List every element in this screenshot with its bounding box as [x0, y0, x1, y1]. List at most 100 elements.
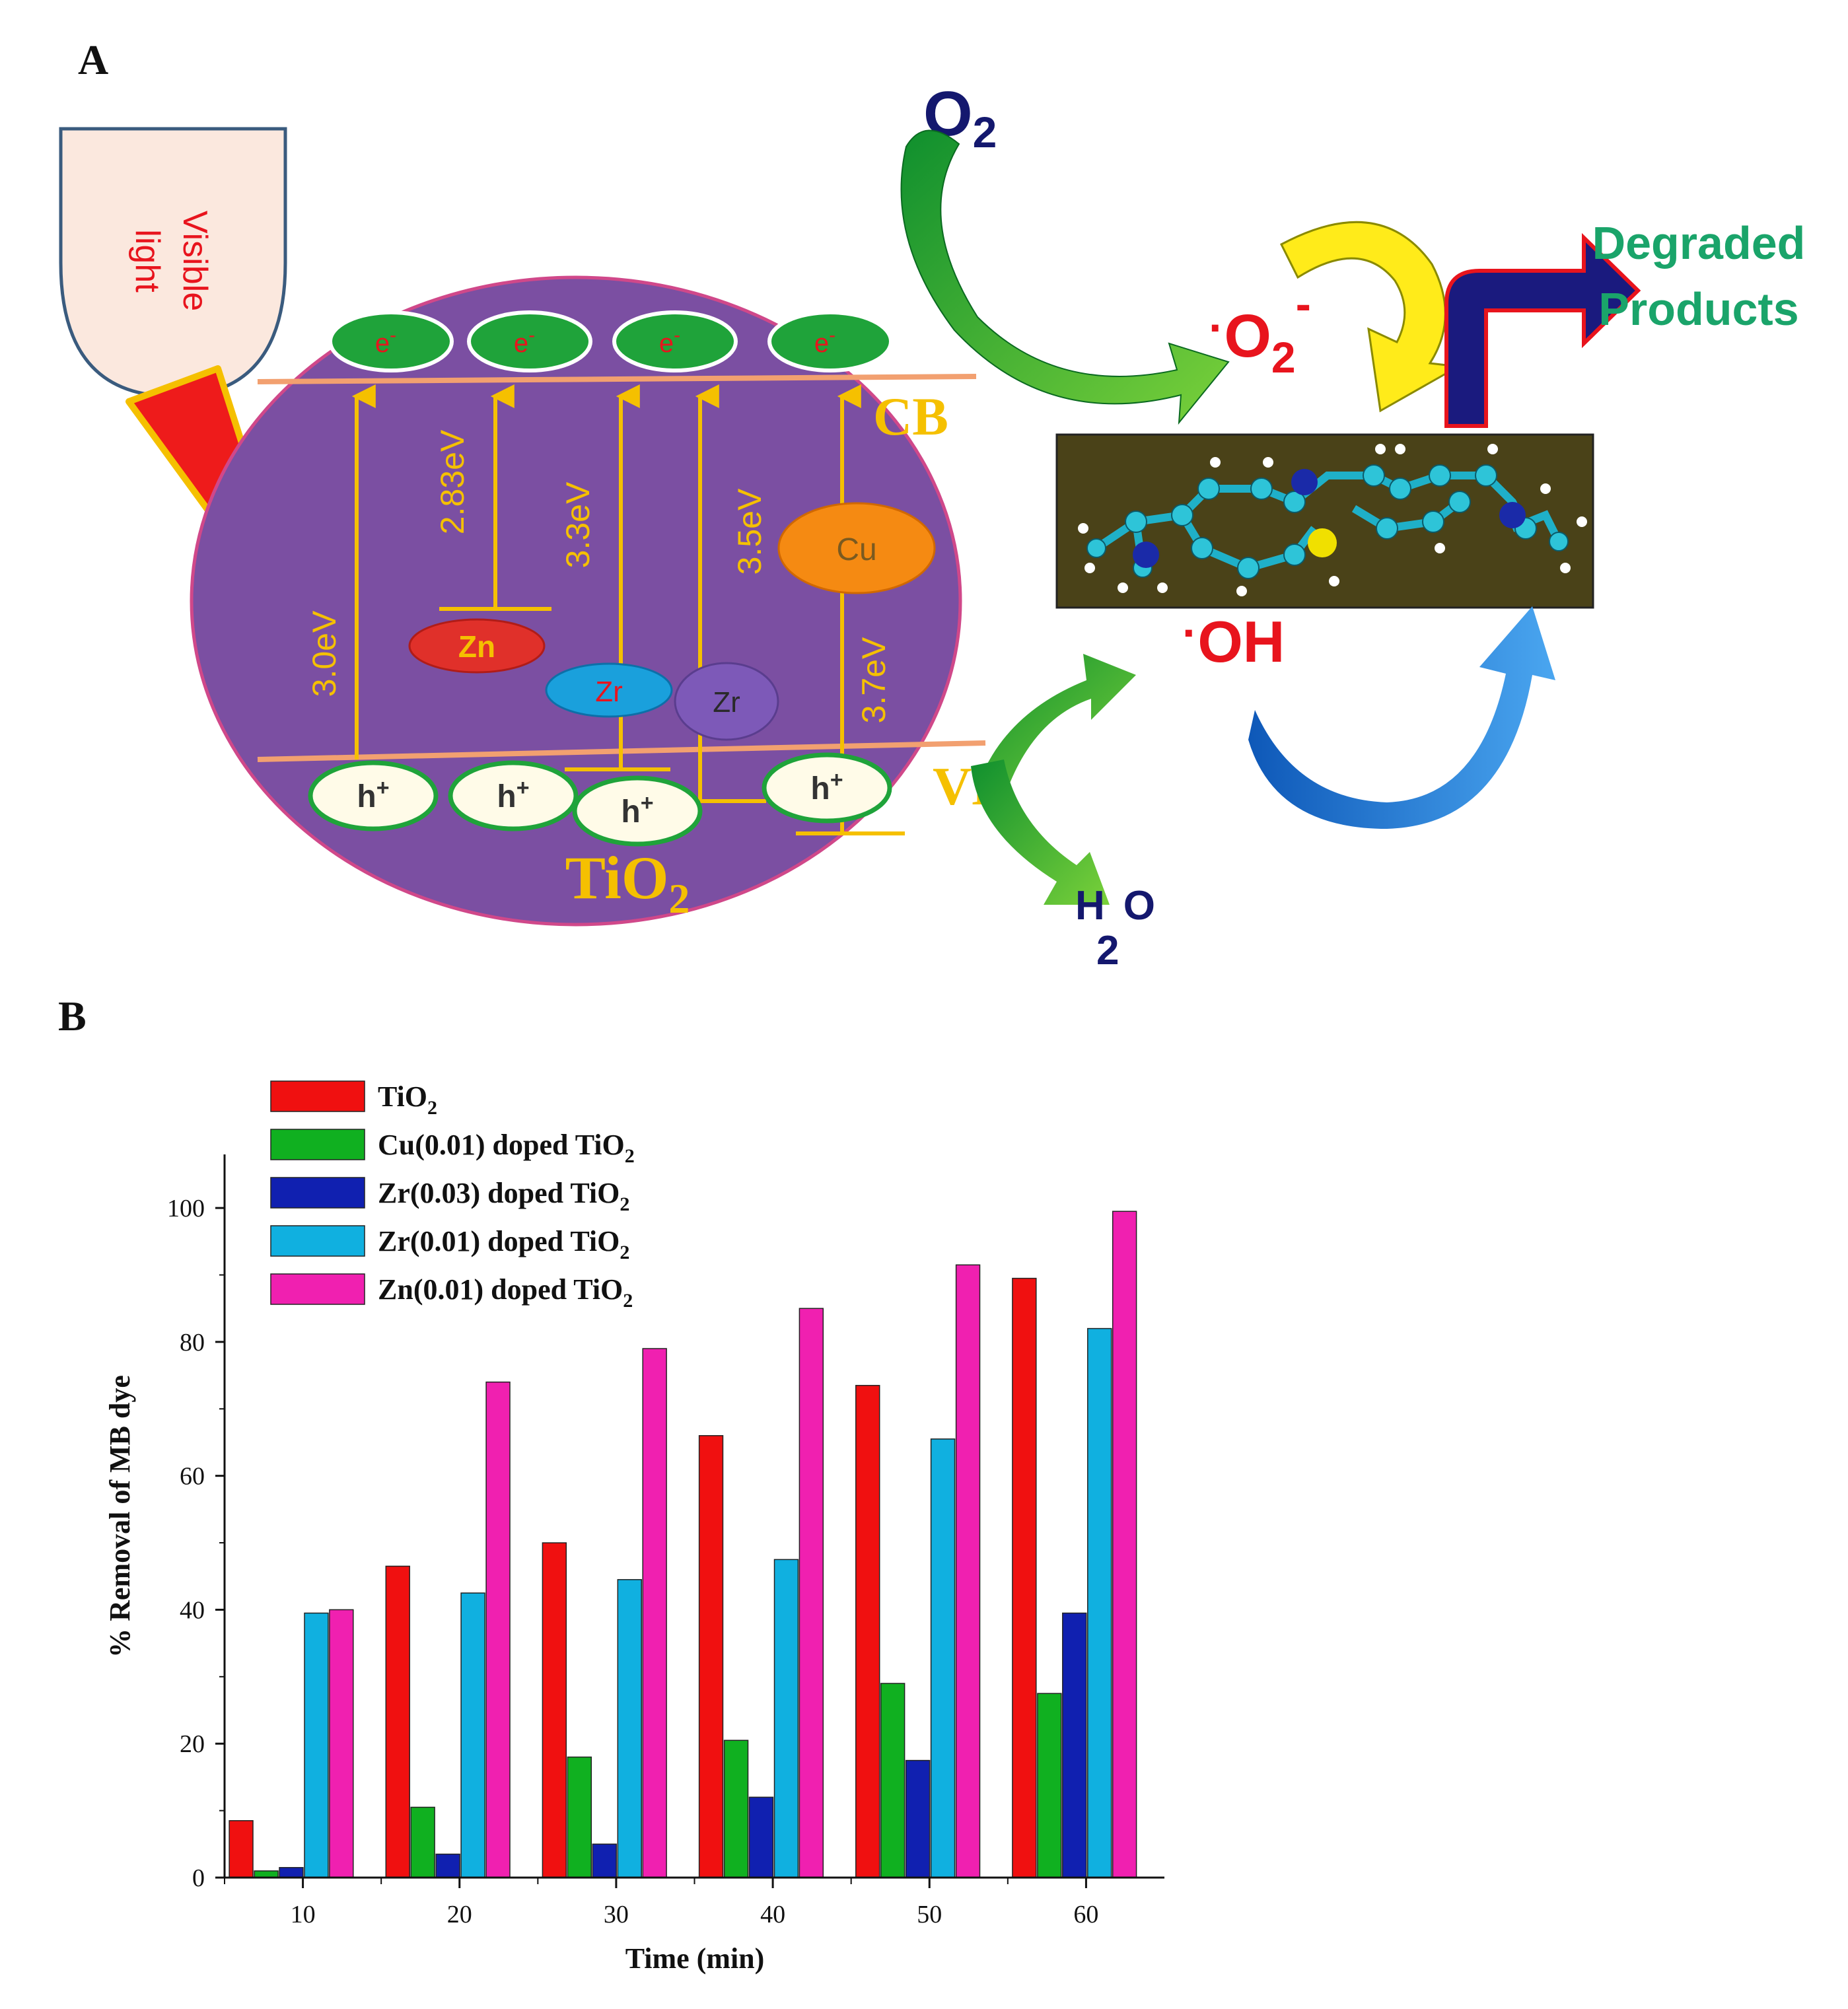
- hole-group: h+ h+ h+ h+: [308, 752, 892, 847]
- bar-2-2: [592, 1843, 617, 1878]
- bar-3-4: [930, 1438, 956, 1878]
- water-o: O: [1123, 883, 1155, 929]
- bar-1-3: [723, 1740, 749, 1878]
- bar-4-0: [329, 1609, 354, 1878]
- x-tick-label-0: 10: [291, 1901, 316, 1928]
- catalyst-label-main: TiO: [565, 844, 669, 911]
- bar-4-2: [642, 1348, 667, 1878]
- svg-text:h+: h+: [497, 775, 529, 814]
- methylene-blue-molecule: [1055, 433, 1594, 609]
- svg-text:h+: h+: [357, 775, 389, 814]
- bar-0-0: [229, 1820, 254, 1878]
- legend-label-sub-0: 2: [427, 1097, 437, 1119]
- superoxide-sub: 2: [1271, 333, 1296, 382]
- bar-0-5: [1012, 1277, 1037, 1878]
- electron-4-sup: -: [829, 324, 835, 346]
- legend-swatch-0: [270, 1080, 365, 1112]
- bar-4-1: [485, 1381, 511, 1878]
- electron-3-label: e: [659, 329, 674, 358]
- legend-swatch-4: [270, 1273, 365, 1305]
- legend-label-main-2: Zr(0.03) doped TiO: [378, 1177, 620, 1209]
- x-tick-label-2: 30: [604, 1901, 629, 1928]
- legend-label-main-1: Cu(0.01) doped TiO: [378, 1129, 625, 1161]
- hole-4: h+: [762, 752, 892, 824]
- y-tick-label-2: 40: [180, 1596, 205, 1624]
- bar-0-3: [698, 1435, 724, 1878]
- svg-text:h+: h+: [621, 791, 653, 829]
- legend-label-main-3: Zr(0.01) doped TiO: [378, 1225, 620, 1257]
- electron-2-sup: -: [528, 324, 535, 346]
- bar-2-1: [435, 1853, 460, 1878]
- x-tick-label-5: 60: [1073, 1901, 1098, 1928]
- bar-2-3: [748, 1796, 774, 1878]
- dopant-zn-label: Zn: [458, 629, 495, 664]
- hole-1-label: h: [357, 779, 376, 814]
- bar-2-0: [279, 1867, 304, 1878]
- legend-swatch-1: [270, 1129, 365, 1160]
- gap-label-3: 3.3eV: [559, 481, 596, 568]
- dopant-zr-a-label: Zr: [595, 676, 623, 708]
- bar-0-4: [855, 1385, 880, 1878]
- y-tick-label-3: 60: [180, 1463, 205, 1491]
- bar-0-2: [542, 1542, 567, 1878]
- hole-1: h+: [308, 760, 439, 831]
- hole-3: h+: [572, 775, 703, 847]
- hydroxyl-main: OH: [1197, 609, 1285, 674]
- bar-2-4: [905, 1759, 931, 1878]
- svg-text:e-: e-: [814, 324, 835, 358]
- dopant-zn: Zn: [408, 618, 546, 674]
- hole-2-label: h: [497, 779, 516, 814]
- hole-2: h+: [448, 760, 579, 831]
- electron-2: e-: [467, 310, 592, 372]
- catalyst-label-sub: 2: [668, 875, 690, 922]
- hole-3-sup: +: [641, 791, 654, 816]
- visible-light-word1: Visible: [176, 211, 214, 311]
- bar-0-1: [385, 1565, 410, 1878]
- x-tick-label-3: 40: [760, 1901, 785, 1928]
- visible-light-word2: light: [128, 229, 166, 293]
- legend-label-sub-2: 2: [620, 1193, 629, 1215]
- gap-label-5: 3.7eV: [855, 637, 892, 723]
- water-sub: 2: [1096, 928, 1119, 973]
- hole-4-label: h: [810, 771, 830, 806]
- legend-label-sub-4: 2: [623, 1290, 633, 1312]
- hydroxyl-dot: ·: [1182, 607, 1197, 658]
- legend-label-4: Zn(0.01) doped TiO2: [378, 1273, 633, 1312]
- hydroxyl-label: ·OH: [1182, 607, 1285, 674]
- legend-label-2: Zr(0.03) doped TiO2: [378, 1177, 629, 1215]
- conduction-band-line: [257, 374, 977, 384]
- x-ticks: 10 20 30 40 50 60: [224, 1878, 1098, 1928]
- electron-1-sup: -: [390, 324, 396, 346]
- x-axis-label: Time (min): [625, 1942, 765, 1975]
- dopant-cu: Cu: [777, 502, 936, 594]
- hole-1-sup: +: [376, 775, 390, 800]
- visible-light-lamp: Visible light: [59, 127, 287, 398]
- electron-4: e-: [767, 310, 893, 372]
- superoxide-sup: -: [1296, 278, 1311, 330]
- legend-label-sub-1: 2: [625, 1145, 635, 1167]
- y-tick-label-1: 20: [180, 1730, 205, 1758]
- electron-group: e- e- e- e-: [328, 310, 893, 372]
- svg-text:e-: e-: [375, 324, 396, 358]
- bar-3-5: [1087, 1327, 1112, 1878]
- bar-1-2: [567, 1756, 592, 1878]
- gap-label-1: 3.0eV: [306, 610, 343, 697]
- dopant-zr-b-label: Zr: [713, 686, 740, 719]
- x-tick-label-1: 20: [447, 1901, 472, 1928]
- legend-label-sub-3: 2: [620, 1242, 629, 1263]
- electron-4-label: e: [814, 329, 829, 358]
- green-arrow-o2: [900, 129, 1230, 425]
- bar-3-0: [304, 1612, 329, 1878]
- dopant-cu-label: Cu: [836, 532, 876, 567]
- degraded-line1: Degraded: [1592, 217, 1806, 269]
- panel-b-label: B: [58, 993, 87, 1040]
- bar-1-0: [254, 1870, 279, 1878]
- x-tick-label-4: 50: [917, 1901, 942, 1928]
- gap-label-4: 3.5eV: [731, 488, 768, 575]
- panel-a: A Visible light e- e- e-: [59, 36, 1806, 973]
- y-tick-label-0: 0: [192, 1864, 205, 1892]
- tio2-sphere: [190, 275, 962, 927]
